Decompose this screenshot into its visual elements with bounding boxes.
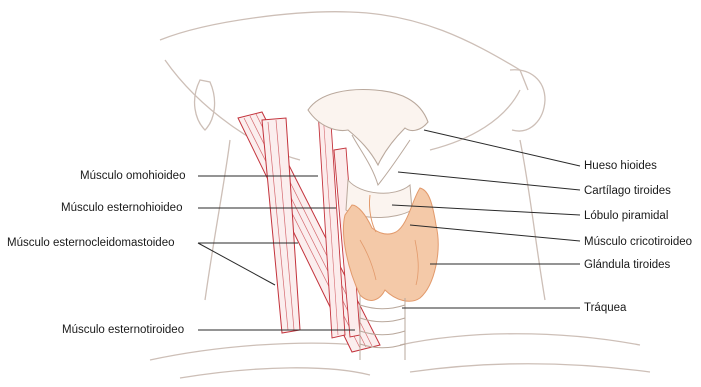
label-traquea: Tráquea <box>584 301 626 315</box>
label-musculo-esternohioideo: Músculo esternohioideo <box>61 201 182 215</box>
leader-lines <box>198 130 580 330</box>
right-ear <box>510 70 545 131</box>
label-musculo-esternocleidomastoideo: Músculo esternocleidomastoideo <box>7 236 174 250</box>
label-musculo-esternotiroideo: Músculo esternotiroideo <box>62 323 184 337</box>
leader-hueso-hioides <box>424 130 580 166</box>
leader-cartilago-tiroides <box>398 172 580 190</box>
leader-esternocleidomastoideo-b <box>198 243 275 285</box>
label-musculo-omohioideo: Músculo omohioideo <box>80 169 185 183</box>
label-hueso-hioides: Hueso hioides <box>584 159 657 173</box>
label-cartilago-tiroides: Cartílago tiroides <box>584 184 671 198</box>
label-lobulo-piramidal: Lóbulo piramidal <box>584 209 668 223</box>
label-musculo-cricotiroideo: Músculo cricotiroideo <box>584 235 692 249</box>
label-glandula-tiroides: Glándula tiroides <box>584 258 670 272</box>
